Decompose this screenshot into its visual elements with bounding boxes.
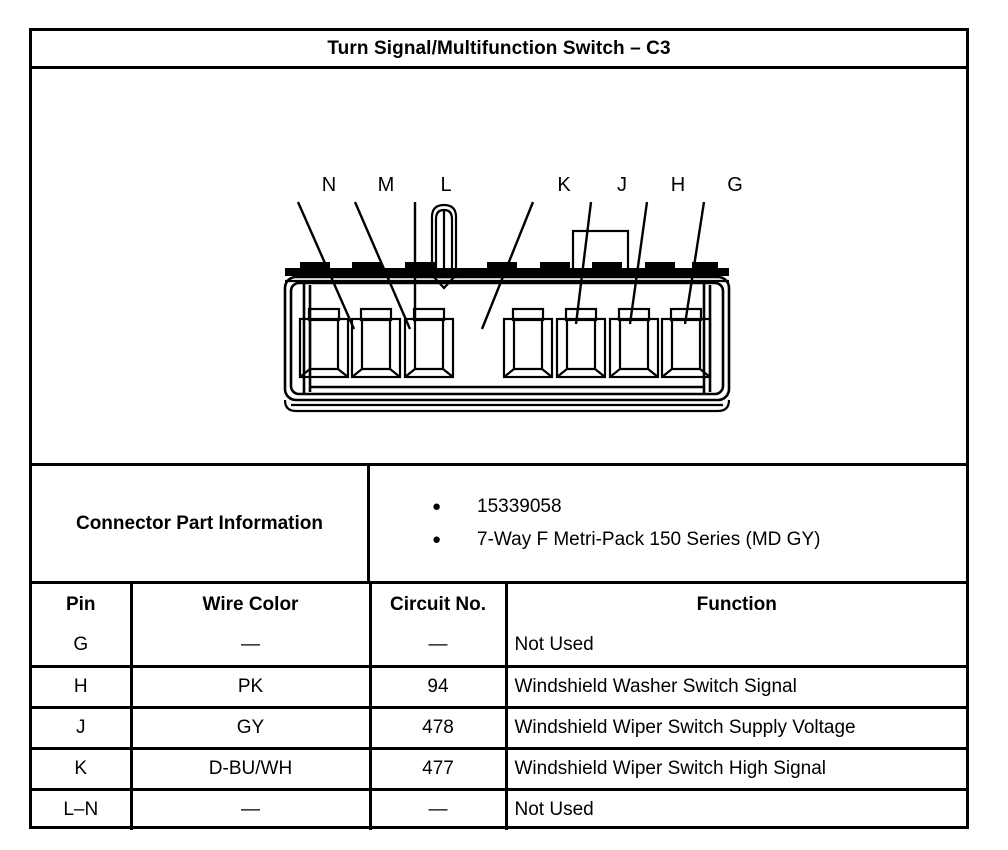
connector-illustration-panel: N M L K J H G	[32, 69, 966, 466]
cell-wire-color: D-BU/WH	[131, 748, 372, 791]
terminal-cavity-N	[298, 307, 350, 379]
cell-pin: L–N	[32, 789, 133, 830]
cell-circuit-no: —	[370, 789, 508, 830]
cell-pin: K	[32, 748, 133, 791]
part-number-text: 15339058	[477, 495, 562, 517]
cell-circuit-no: 478	[370, 707, 508, 750]
terminal-cavity-J	[555, 307, 607, 379]
cell-circuit-no: 477	[370, 748, 508, 791]
part-description-text: 7-Way F Metri-Pack 150 Series (MD GY)	[477, 528, 821, 550]
cell-function: Windshield Wiper Switch High Signal	[506, 748, 966, 791]
terminal-cavity-M	[350, 307, 402, 379]
pin-callout-label-J: J	[617, 174, 627, 196]
page-title: Turn Signal/Multifunction Switch – C3	[327, 37, 671, 59]
pin-callout-label-H: H	[670, 174, 686, 196]
connector-top-flange	[285, 262, 729, 283]
cell-function: Not Used	[506, 625, 966, 668]
connector-base-skirt	[283, 399, 731, 413]
pin-callout-label-N: N	[321, 174, 337, 196]
cell-function: Windshield Wiper Switch Supply Voltage	[506, 707, 966, 750]
document-title-bar: Turn Signal/Multifunction Switch – C3	[32, 31, 966, 69]
cell-function: Not Used	[514, 799, 594, 821]
list-item: ● 7-Way F Metri-Pack 150 Series (MD GY)	[432, 528, 966, 551]
column-header-wire-color: Wire Color	[131, 584, 372, 625]
cell-pin: H	[32, 666, 133, 709]
connector-part-information-label: Connector Part Information	[32, 466, 370, 581]
cell-wire-color: PK	[131, 666, 372, 709]
terminal-cavity-G	[660, 307, 712, 379]
table-row: H PK 94 Windshield Washer Switch Signal	[32, 666, 966, 709]
terminal-cavity-K	[502, 307, 554, 379]
terminal-cavity-H	[608, 307, 660, 379]
document-frame: Turn Signal/Multifunction Switch – C3 N …	[29, 28, 969, 830]
cell-pin: J	[32, 707, 133, 750]
pin-callout-label-K: K	[557, 174, 571, 196]
connector-part-information-block: Connector Part Information ● 15339058 ● …	[32, 466, 966, 584]
pin-callout-label-G: G	[727, 174, 743, 196]
table-row: J GY 478 Windshield Wiper Switch Supply …	[32, 707, 966, 750]
list-item: ● 15339058	[432, 495, 966, 518]
column-header-function: Function	[696, 593, 777, 615]
bullet-icon: ●	[432, 497, 442, 515]
column-header-circuit-no: Circuit No.	[370, 584, 508, 625]
cell-wire-color: —	[131, 789, 372, 830]
cell-wire-color: GY	[131, 707, 372, 750]
connector-drawing	[283, 201, 731, 413]
connector-part-information-list: ● 15339058 ● 7-Way F Metri-Pack 150 Seri…	[370, 466, 966, 581]
connector-key-tab	[571, 229, 630, 275]
table-row: K D-BU/WH 477 Windshield Wiper Switch Hi…	[32, 748, 966, 791]
table-row: L–N — — Not Used	[32, 789, 966, 830]
table-row: G — — Not Used	[32, 625, 966, 668]
cell-function: Windshield Washer Switch Signal	[506, 666, 966, 709]
cell-circuit-no: —	[370, 625, 508, 668]
cell-circuit-no: 94	[370, 666, 508, 709]
connector-latch-post	[430, 203, 458, 290]
pin-assignment-table: Pin Wire Color Circuit No. Function G — …	[32, 584, 966, 830]
table-header-row: Pin Wire Color Circuit No. Function	[32, 584, 966, 625]
bullet-icon: ●	[432, 530, 442, 548]
pin-callout-label-M: M	[377, 174, 395, 196]
cell-wire-color: —	[131, 625, 372, 668]
pin-callout-label-L: L	[440, 174, 452, 196]
cell-pin: G	[32, 625, 133, 668]
terminal-cavity-L	[403, 307, 455, 379]
column-header-pin: Pin	[32, 584, 133, 625]
